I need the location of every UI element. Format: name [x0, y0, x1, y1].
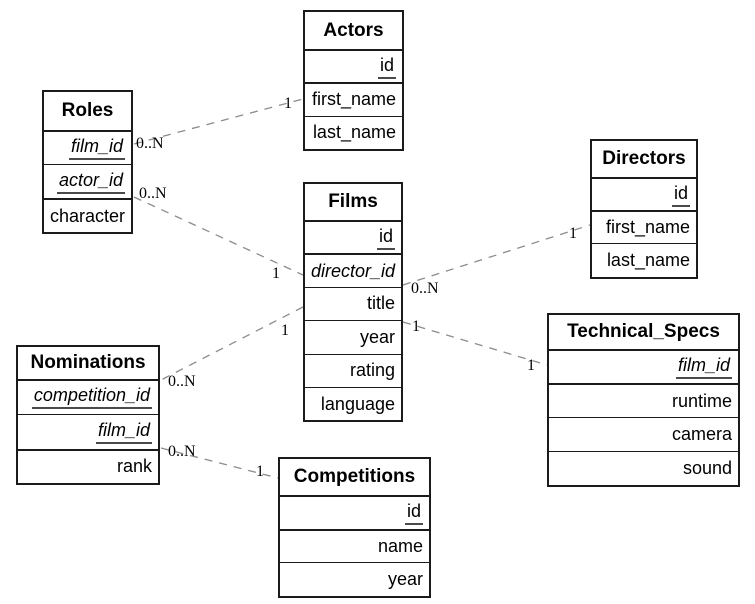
field-row-actors-first_name: first_name	[305, 82, 402, 115]
field-row-roles-film_id: film_id	[44, 130, 131, 164]
multiplicity-label: 0..N	[136, 135, 164, 152]
connector-line-nominations-competitions	[160, 447, 279, 479]
table-title-competitions: Competitions	[293, 466, 416, 487]
field-row-actors-last_name: last_name	[305, 115, 402, 149]
multiplicity-label: 1	[256, 463, 264, 480]
field-row-technical-specs-sound: sound	[549, 451, 738, 485]
field-row-competitions-year: year	[280, 562, 429, 596]
field-label: title	[366, 293, 395, 314]
field-label: rating	[349, 360, 395, 381]
field-row-directors-id: id	[592, 177, 696, 210]
field-row-technical-specs-film_id: film_id	[549, 349, 738, 383]
field-row-actors-id: id	[305, 49, 402, 82]
multiplicity-label: 0..N	[168, 443, 196, 460]
field-label: id	[671, 183, 690, 207]
entity-table-competitions[interactable]: Competitions id name year	[278, 457, 431, 598]
field-label: last_name	[606, 249, 690, 270]
field-row-films-language: language	[305, 386, 401, 420]
connector-line-roles-films	[133, 196, 304, 276]
field-row-roles-actor_id: actor_id	[44, 164, 131, 198]
field-row-films-director_id: director_id	[305, 253, 401, 286]
multiplicity-label: 1	[284, 95, 292, 112]
field-label: year	[387, 568, 423, 589]
field-row-films-title: title	[305, 286, 401, 320]
multiplicity-label: 1	[569, 225, 577, 242]
field-label: last_name	[312, 122, 396, 143]
field-label: actor_id	[56, 170, 125, 194]
field-label: id	[377, 55, 396, 79]
multiplicity-label: 0..N	[411, 280, 439, 297]
entity-table-roles[interactable]: Roles film_id actor_id character	[42, 90, 133, 234]
field-label: film_id	[68, 136, 125, 160]
table-title-directors: Directors	[602, 148, 686, 169]
multiplicity-label: 1	[281, 322, 289, 339]
field-label: film_id	[95, 420, 152, 444]
field-label: camera	[671, 424, 732, 444]
multiplicity-label: 0..N	[139, 185, 167, 202]
field-row-films-year: year	[305, 320, 401, 353]
connector-line-films-nominations	[160, 306, 304, 381]
field-row-technical-specs-runtime: runtime	[549, 383, 738, 417]
table-title-films: Films	[328, 191, 378, 212]
field-label: year	[359, 326, 395, 347]
table-title-technical-specs: Technical_Specs	[567, 321, 720, 342]
connector-line-films-directors	[402, 224, 591, 286]
field-row-competitions-id: id	[280, 495, 429, 529]
field-label: first_name	[311, 89, 396, 110]
field-label: runtime	[671, 390, 732, 411]
field-row-nominations-film_id: film_id	[18, 413, 158, 449]
field-label: id	[404, 501, 423, 525]
field-label: sound	[682, 458, 732, 478]
multiplicity-label: 1	[412, 318, 420, 335]
table-title-actors: Actors	[323, 19, 384, 41]
field-label: language	[320, 393, 395, 414]
field-row-directors-last_name: last_name	[592, 243, 696, 276]
multiplicity-label: 1	[272, 265, 280, 282]
field-row-films-rating: rating	[305, 353, 401, 387]
field-label: first_name	[605, 217, 690, 238]
table-title-nominations: Nominations	[30, 352, 146, 373]
table-title-roles: Roles	[61, 100, 114, 121]
field-label: director_id	[310, 260, 395, 281]
field-label: competition_id	[31, 385, 152, 410]
field-row-directors-first_name: first_name	[592, 210, 696, 243]
entity-table-directors[interactable]: Directors id first_name last_name	[590, 139, 698, 279]
entity-table-actors[interactable]: Actors id first_name last_name	[303, 10, 404, 151]
field-row-nominations-competition_id: competition_id	[18, 379, 158, 414]
field-label: film_id	[675, 355, 732, 379]
field-label: name	[377, 535, 423, 556]
multiplicity-label: 1	[527, 357, 535, 374]
multiplicity-label: 0..N	[168, 373, 196, 390]
field-label: id	[376, 226, 395, 250]
field-row-technical-specs-camera: camera	[549, 417, 738, 451]
connector-line-films-technical_specs	[402, 321, 548, 366]
field-row-films-id: id	[305, 220, 401, 253]
field-label: rank	[116, 456, 152, 477]
field-row-competitions-name: name	[280, 528, 429, 563]
field-label: character	[49, 205, 125, 226]
field-row-roles-character: character	[44, 198, 131, 232]
field-row-nominations-rank: rank	[18, 448, 158, 484]
